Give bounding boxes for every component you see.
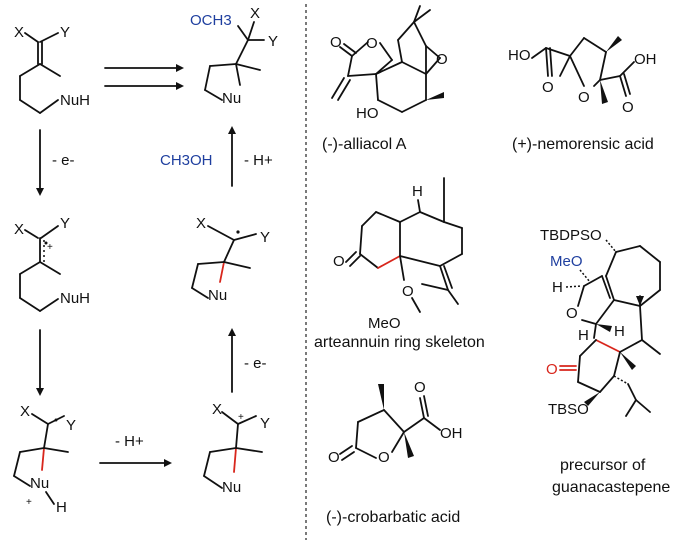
structure-arteannuin: H O O MeO xyxy=(333,177,463,332)
atom-oh-label: OH xyxy=(440,425,463,442)
atom-o-label: O xyxy=(333,253,345,270)
atom-y-label: Y xyxy=(60,215,70,232)
atom-tbdpso-label: TBDPSO xyxy=(540,227,602,244)
substrate-alkene: X Y NuH xyxy=(14,24,90,114)
atom-x-label: X xyxy=(14,221,24,238)
atom-x-label: X xyxy=(14,24,24,41)
atom-o-label: O xyxy=(366,35,378,52)
atom-o-label: O xyxy=(378,449,390,466)
atom-o-label: O xyxy=(622,99,634,116)
deprotonation-label: - H+ xyxy=(115,433,144,450)
nemorensic-caption: (+)-nemorensic acid xyxy=(512,136,654,153)
structure-crobarbatic: O O O OH xyxy=(328,379,463,466)
oxidation-label: - e- xyxy=(52,152,75,169)
radical-cation-sign: + xyxy=(47,242,53,253)
atom-o-label-red: O xyxy=(546,361,558,378)
atom-h-label: H xyxy=(552,279,563,296)
alliacol-caption: (-)-alliacol A xyxy=(322,136,407,153)
nu-label: Nu xyxy=(222,479,241,496)
nu-label: Nu xyxy=(208,287,227,304)
atom-x-label: X xyxy=(212,401,222,418)
atom-meo-label: MeO xyxy=(550,253,583,270)
atom-h-label: H xyxy=(614,323,625,340)
structure-alliacol: O O HO O xyxy=(330,5,448,122)
nu-label: Nu xyxy=(30,475,49,492)
radical-cation: X Y + NuH xyxy=(14,215,90,312)
cyclized-intermediate: X Y Nu + H xyxy=(13,403,76,516)
structure-guanacastepene: TBDPSO MeO H O H H O xyxy=(540,227,661,418)
atom-y-label: Y xyxy=(66,417,76,434)
atom-h-label: H xyxy=(578,327,589,344)
nuh-label: NuH xyxy=(60,92,90,109)
deprotonation-label: - H+ xyxy=(244,152,273,169)
atom-h-label: H xyxy=(412,183,423,200)
atom-y-label: Y xyxy=(260,415,270,432)
radical-intermediate: X Y Nu xyxy=(191,215,270,304)
product-methoxy: OCH3 X Y Nu xyxy=(190,5,278,107)
atom-ho-label: HO xyxy=(356,105,379,122)
arrow-deprotonation-1: - H+ xyxy=(99,433,172,467)
nu-label: Nu xyxy=(222,90,241,107)
nu-h-label: H xyxy=(56,499,67,516)
atom-o-label: O xyxy=(330,34,342,51)
atom-o-label: O xyxy=(402,283,414,300)
atom-x-label: X xyxy=(196,215,206,232)
guanacastepene-caption-line1: precursor of xyxy=(560,457,646,474)
oxidation-label: - e- xyxy=(244,355,267,372)
atom-y-label: Y xyxy=(268,33,278,50)
arrow-deprotonation-2: CH3OH - H+ xyxy=(160,126,273,187)
atom-o-label: O xyxy=(328,449,340,466)
och3-label: OCH3 xyxy=(190,12,232,29)
atom-x-label: X xyxy=(20,403,30,420)
guanacastepene-caption-line2: guanacastepene xyxy=(552,479,670,496)
atom-x-label: X xyxy=(250,5,260,22)
atom-meo-label: MeO xyxy=(368,315,401,332)
atom-o-label: O xyxy=(578,89,590,106)
atom-o-label: O xyxy=(414,379,426,396)
nuh-label: NuH xyxy=(60,290,90,307)
arteannuin-caption: arteannuin ring skeleton xyxy=(314,334,485,351)
atom-o-label: O xyxy=(566,305,578,322)
structure-nemorensic: HO O O OH O xyxy=(508,36,657,116)
arrow-oxidation-2: - e- xyxy=(228,328,267,393)
cation-intermediate: X Y + Nu xyxy=(203,401,270,496)
atom-y-label: Y xyxy=(260,229,270,246)
atom-tbso-label: TBSO xyxy=(548,401,589,418)
charge-sign: + xyxy=(26,497,32,508)
arrow-cyclization xyxy=(36,329,44,396)
charge-sign: + xyxy=(238,412,244,423)
crobarbatic-caption: (-)-crobarbatic acid xyxy=(326,509,460,526)
atom-oh-label: OH xyxy=(634,51,657,68)
atom-o-label: O xyxy=(542,79,554,96)
atom-y-label: Y xyxy=(60,24,70,41)
arrow-oxidation-1: - e- xyxy=(36,129,75,196)
methanol-label: CH3OH xyxy=(160,152,213,169)
atom-o-label: O xyxy=(436,51,448,68)
atom-ho-label: HO xyxy=(508,47,531,64)
arrow-direct xyxy=(104,64,184,90)
